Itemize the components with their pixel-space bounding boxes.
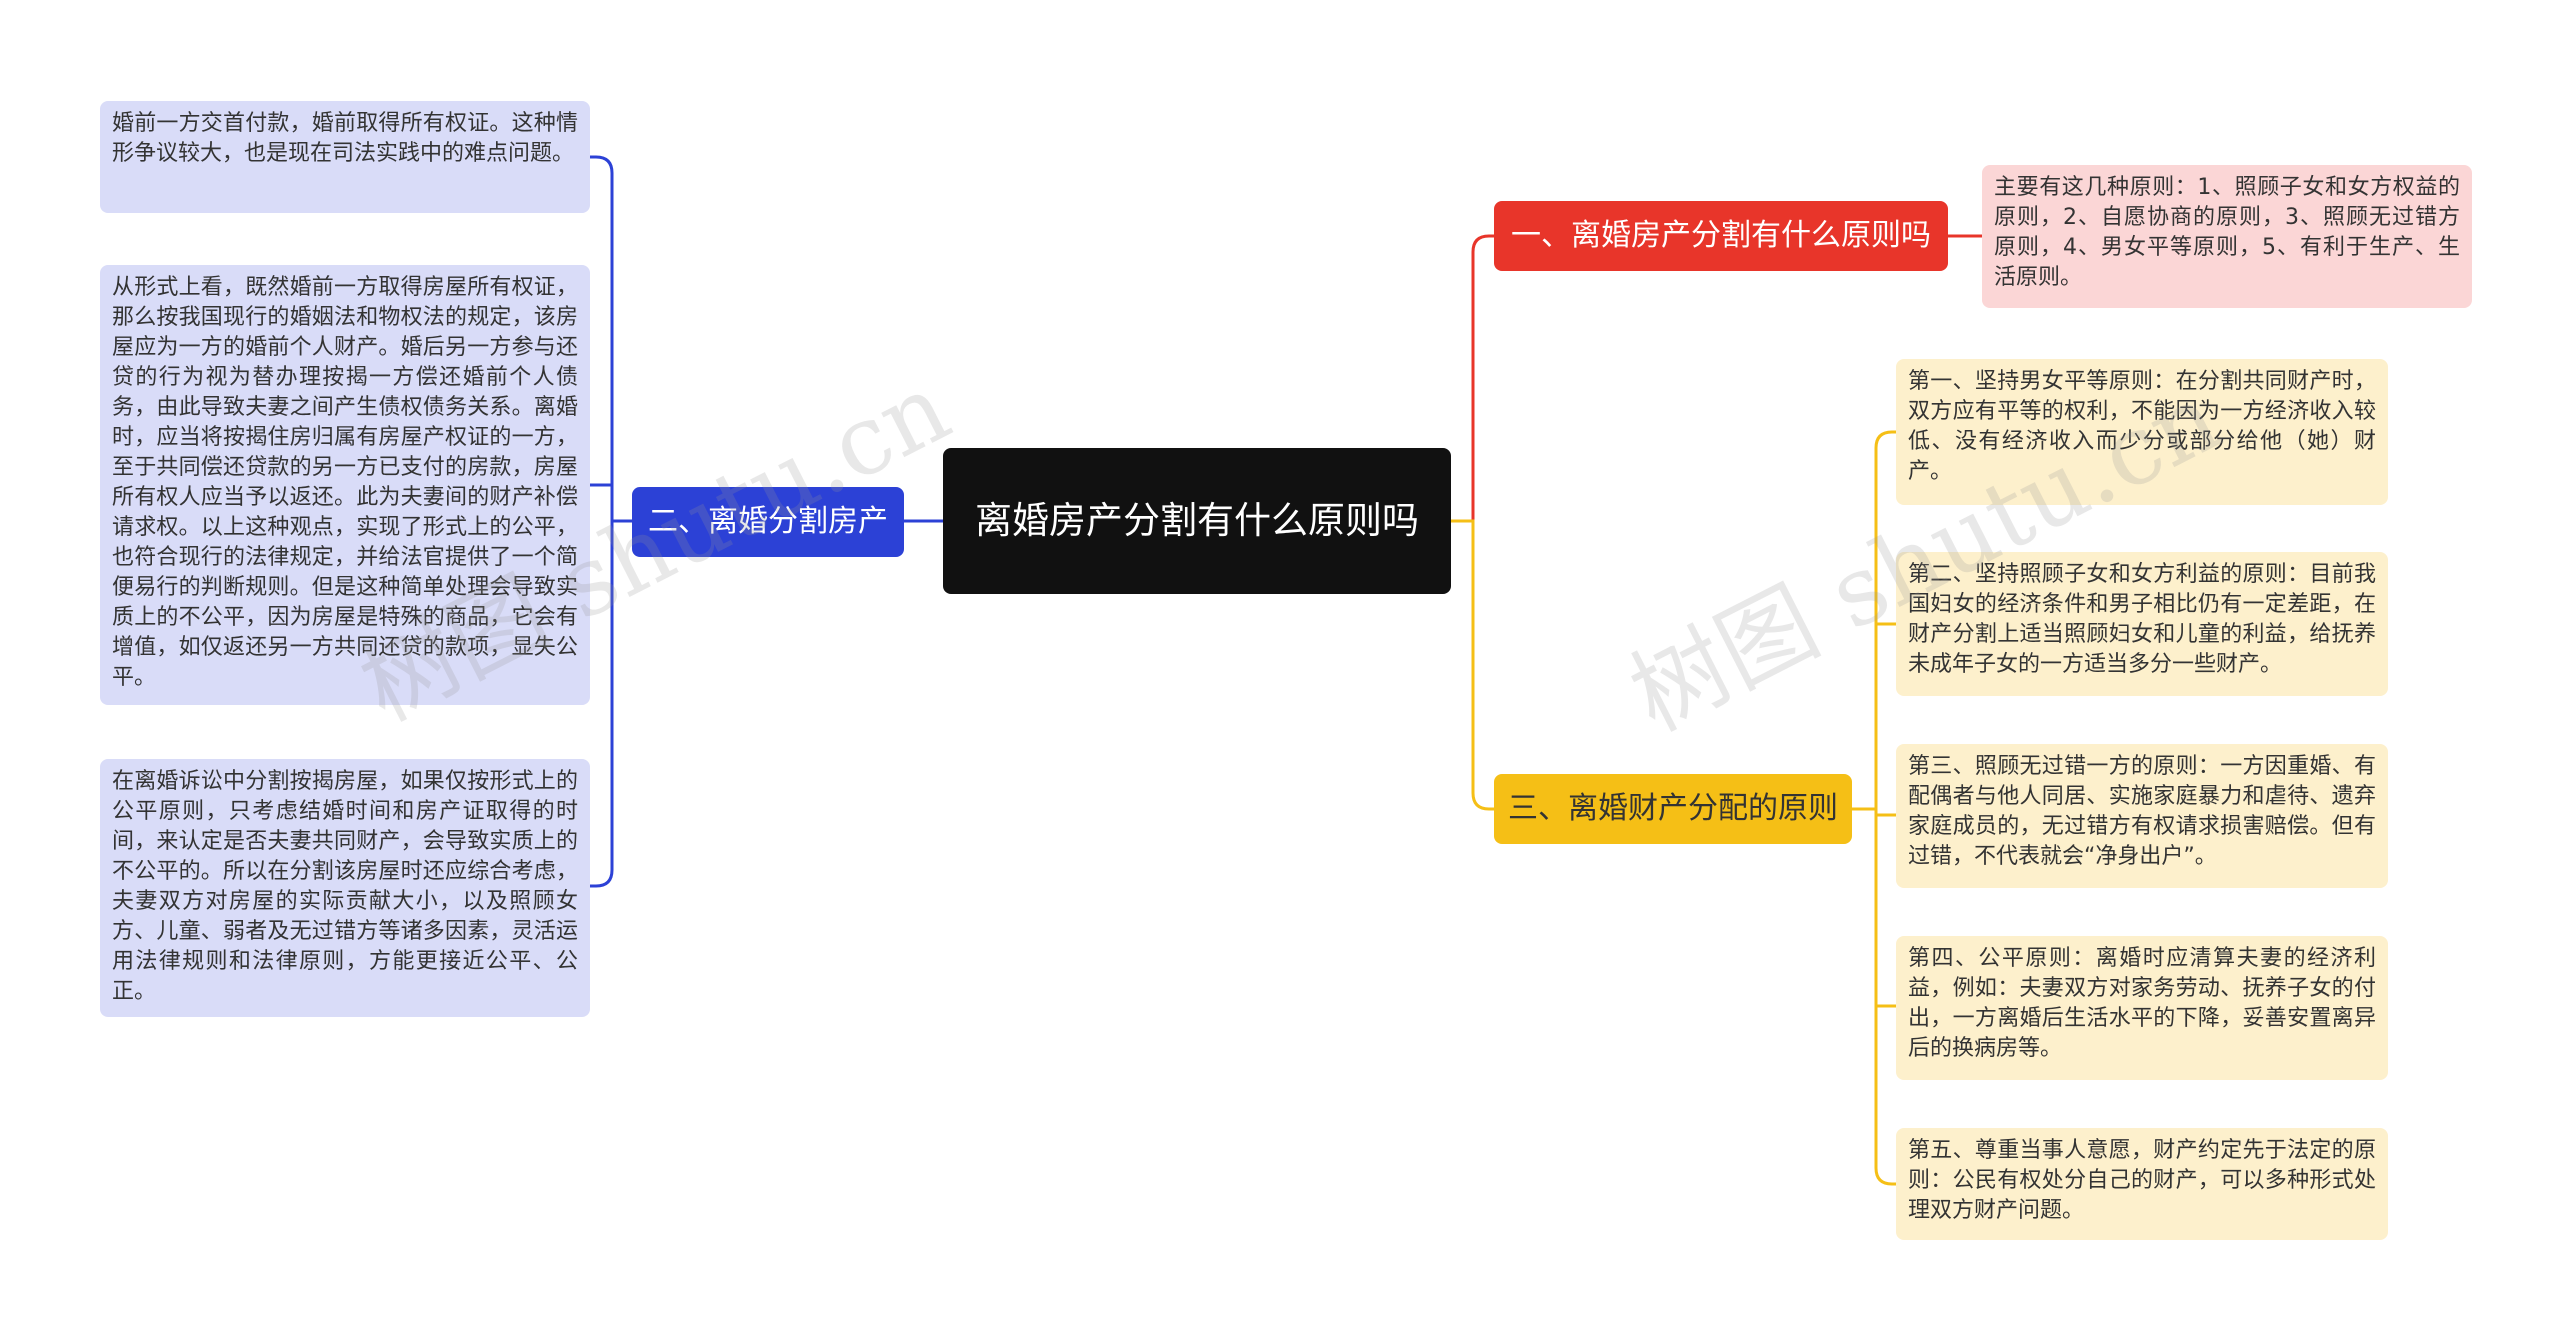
branch-topic-2[interactable]: 二、离婚分割房产 (632, 487, 904, 557)
branch-2-leaf-3[interactable]: 在离婚诉讼中分割按揭房屋，如果仅按形式上的公平原则，只考虑结婚时间和房产证取得的… (100, 759, 590, 1017)
branch-3-leaf-1-text: 第一、坚持男女平等原则：在分割共同财产时，双方应有平等的权利，不能因为一方经济收… (1908, 369, 2376, 484)
branch-3-leaf-3[interactable]: 第三、照顾无过错一方的原则：一方因重婚、有配偶者与他人同居、实施家庭暴力和虐待、… (1896, 744, 2388, 888)
branch-2-leaf-1[interactable]: 婚前一方交首付款，婚前取得所有权证。这种情形争议较大，也是现在司法实践中的难点问… (100, 101, 590, 213)
branch-3-leaf-5[interactable]: 第五、尊重当事人意愿，财产约定先于法定的原则：公民有权处分自己的财产，可以多种形… (1896, 1128, 2388, 1240)
connector-branch-2-leaves (590, 155, 614, 888)
branch-2-leaf-2-text: 从形式上看，既然婚前一方取得房屋所有权证，那么按我国现行的婚姻法和物权法的规定，… (112, 275, 578, 690)
branch-1-leaf-1-text: 主要有这几种原则：1、照顾子女和女方权益的原则，2、自愿协商的原则，3、照顾无过… (1994, 175, 2460, 290)
branch-topic-2-label: 二、离婚分割房产 (648, 504, 888, 539)
branch-topic-3[interactable]: 三、离婚财产分配的原则 (1494, 774, 1852, 844)
branch-3-leaf-2-text: 第二、坚持照顾子女和女方利益的原则：目前我国妇女的经济条件和男子相比仍有一定差距… (1908, 562, 2376, 677)
branch-3-leaf-4[interactable]: 第四、公平原则：离婚时应清算夫妻的经济利益，例如：夫妻双方对家务劳动、抚养子女的… (1896, 936, 2388, 1080)
branch-3-leaf-3-text: 第三、照顾无过错一方的原则：一方因重婚、有配偶者与他人同居、实施家庭暴力和虐待、… (1908, 754, 2376, 869)
branch-3-leaf-4-text: 第四、公平原则：离婚时应清算夫妻的经济利益，例如：夫妻双方对家务劳动、抚养子女的… (1908, 946, 2376, 1061)
branch-topic-1[interactable]: 一、离婚房产分割有什么原则吗 (1494, 201, 1948, 271)
branch-3-leaf-5-text: 第五、尊重当事人意愿，财产约定先于法定的原则：公民有权处分自己的财产，可以多种形… (1908, 1138, 2376, 1223)
branch-3-leaf-1[interactable]: 第一、坚持男女平等原则：在分割共同财产时，双方应有平等的权利，不能因为一方经济收… (1896, 359, 2388, 505)
root-topic-label: 离婚房产分割有什么原则吗 (975, 499, 1419, 542)
branch-2-leaf-2[interactable]: 从形式上看，既然婚前一方取得房屋所有权证，那么按我国现行的婚姻法和物权法的规定，… (100, 265, 590, 705)
connector-root-branch-1 (1451, 234, 1494, 523)
branch-topic-3-label: 三、离婚财产分配的原则 (1508, 791, 1838, 826)
branch-2-leaf-3-text: 在离婚诉讼中分割按揭房屋，如果仅按形式上的公平原则，只考虑结婚时间和房产证取得的… (112, 769, 578, 1004)
connector-root-branch-3 (1451, 519, 1494, 811)
branch-2-leaf-1-text: 婚前一方交首付款，婚前取得所有权证。这种情形争议较大，也是现在司法实践中的难点问… (112, 111, 578, 166)
connector-branch-3-leaf-1 (1874, 430, 1896, 1186)
branch-topic-1-label: 一、离婚房产分割有什么原则吗 (1511, 218, 1931, 253)
root-topic[interactable]: 离婚房产分割有什么原则吗 (943, 448, 1451, 594)
branch-3-leaf-2[interactable]: 第二、坚持照顾子女和女方利益的原则：目前我国妇女的经济条件和男子相比仍有一定差距… (1896, 552, 2388, 696)
branch-1-leaf-1[interactable]: 主要有这几种原则：1、照顾子女和女方权益的原则，2、自愿协商的原则，3、照顾无过… (1982, 165, 2472, 308)
